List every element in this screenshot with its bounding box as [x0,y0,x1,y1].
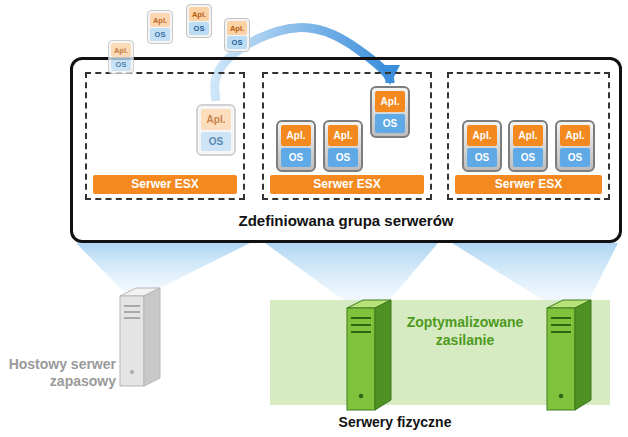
spare-server-label: Hostowy serwer zapasowy [2,356,116,390]
app-layer: Apl. [513,125,543,146]
esx-server-box: Apl. OS Apl. OS Apl. OS Serwer ESX [447,72,610,200]
server-icon [347,300,391,410]
power-label: Zoptymalizowane zasilanie [388,314,542,349]
os-layer: OS [467,148,497,167]
virtual-machine: Apl. OS [370,86,410,138]
power-panel: Zoptymalizowane zasilanie [272,300,608,404]
app-layer: Apl. [328,125,358,146]
app-layer: Apl. [467,125,497,146]
os-layer: OS [375,114,405,133]
os-layer: OS [227,36,247,49]
virtual-machine: Apl. OS [555,120,595,172]
os-layer: OS [281,148,311,167]
light-beam [76,243,250,292]
app-layer: Apl. [227,21,247,35]
os-layer: OS [328,148,358,167]
app-layer: Apl. [560,125,590,146]
app-layer: Apl. [201,109,231,130]
os-layer: OS [201,132,231,151]
virtual-machine: Apl. OS [323,120,363,172]
os-layer: OS [560,148,590,167]
virtual-machine: Apl. OS [276,120,316,172]
app-layer: Apl. [189,7,209,21]
virtual-machine: Apl. OS [508,120,548,172]
app-layer: Apl. [150,13,170,27]
esx-server-box: Apl. OS Apl. OS Apl. OS Serwer ESX [262,72,432,200]
section-label: Serwery fizyczne [295,414,495,431]
os-layer: OS [111,58,131,71]
app-layer: Apl. [281,125,311,146]
server-label: Serwer ESX [455,175,602,194]
light-beam [452,243,618,302]
virtual-machine: Apl. OS [462,120,502,172]
virtual-machine: Apl.OS [147,10,173,44]
group-title: Zdefiniowana grupa serwerów [73,212,619,229]
light-beam [265,243,438,302]
virtual-machine: Apl.OS [108,40,134,74]
virtual-machine: Apl.OS [186,4,212,38]
server-label: Serwer ESX [93,175,237,194]
app-layer: Apl. [111,43,131,57]
esx-server-box: Apl. OS Serwer ESX [85,72,245,200]
migration-arrow [215,28,390,101]
server-label: Serwer ESX [270,175,424,194]
server-icon [120,288,160,386]
server-group: Apl. OS Serwer ESX Apl. OS Apl. OS Apl. OS Serwer… [70,57,622,243]
app-layer: Apl. [375,91,405,112]
virtual-machine: Apl.OS [224,18,250,52]
os-layer: OS [513,148,543,167]
server-icon [547,300,591,410]
virtual-machine: Apl. OS [196,104,236,156]
os-layer: OS [189,22,209,35]
os-layer: OS [150,28,170,41]
